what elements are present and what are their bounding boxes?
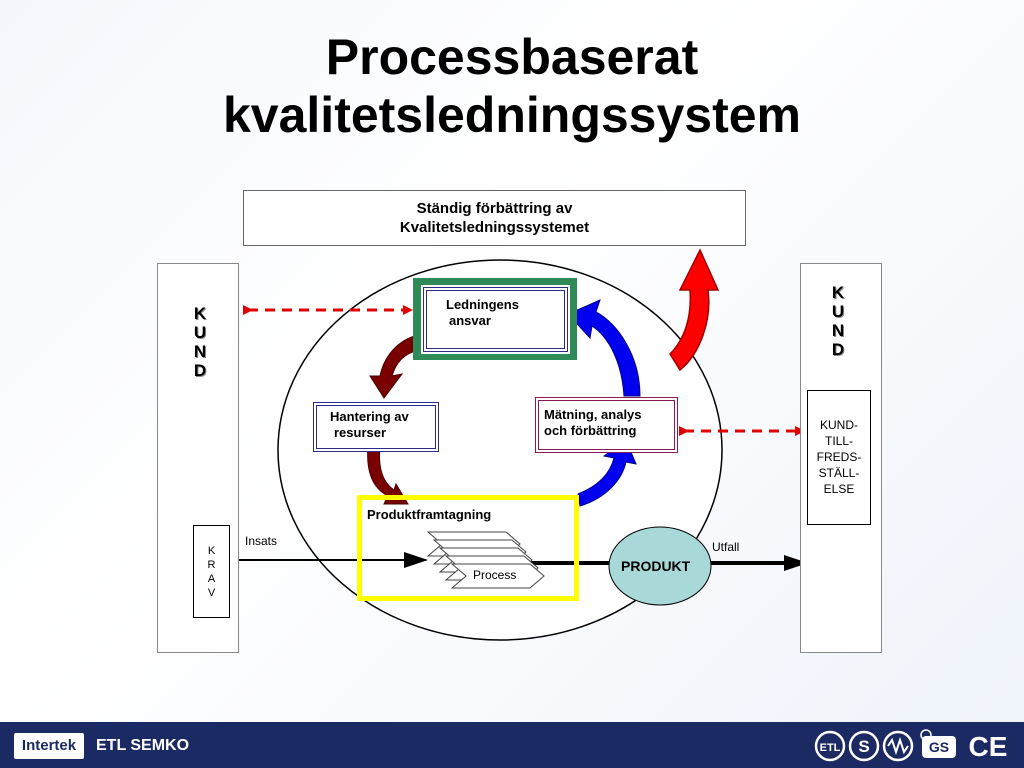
svg-text:GS: GS [929,739,949,755]
continuous-improvement-box: Ständig förbättring av Kvalitetslednings… [243,190,746,246]
kund-left-label: K U N D [185,304,215,380]
process-stack [426,531,545,589]
title-line-1: Processbaserat [325,29,699,85]
kund-letter: U [831,302,845,321]
hantering-line-2: resurser [334,425,387,440]
krav-letter: V [207,587,216,599]
improvement-red-arrow [669,248,720,372]
satisfaction-line: KUND- [820,418,858,432]
customer-satisfaction-box: KUND- TILL- FREDS- STÄLL- ELSE [807,390,871,525]
matning-box: Mätning, analys och förbättring [535,397,678,453]
satisfaction-line: ELSE [823,482,855,496]
insats-label: Insats [245,534,278,548]
semko-mark-icon [882,730,914,762]
etl-mark-icon: ETL [814,730,846,762]
krav-letter: A [207,573,216,585]
produkt-label: PRODUKT [621,558,691,574]
svg-text:ETL: ETL [820,742,841,754]
satisfaction-line: TILL- [824,434,853,448]
produkt-ellipse [608,526,712,606]
kund-letter: U [193,323,207,342]
top-box-line-2: Kvalitetsledningssystemet [399,219,590,236]
ledningens-ansvar-box: Ledningens ansvar [421,285,570,354]
krav-letter: R [207,559,216,571]
title-line-2: kvalitetsledningssystem [222,87,802,143]
intertek-logo: Intertek [14,733,84,759]
produktframtagning-frame [357,495,579,601]
ce-mark-icon: CE [969,731,1008,762]
page-title: Processbaserat kvalitetsledningssystem [0,28,1024,144]
diagram-canvas [230,248,808,641]
svg-text:CE: CE [969,731,1008,762]
satisfaction-line: FREDS- [816,450,862,464]
ledning-to-hantering-arrow [369,334,419,399]
satisfaction-line: STÄLL- [818,466,860,480]
etl-semko-brand: ETL SEMKO [96,737,190,754]
s-mark-icon: S [848,730,880,762]
hantering-to-produkt-arrow [367,445,409,505]
certification-marks: ETL S GS CE [814,729,1008,762]
gs-mark-icon: GS [920,729,956,758]
utfall-label: Utfall [712,540,740,554]
krav-letter: K [207,545,216,557]
krav-box: K R A V [193,525,230,618]
kund-letter: N [193,342,207,361]
hantering-box: Hantering av resurser [313,402,439,452]
footer-bar: Intertek ETL SEMKO ETL S GS CE [0,722,1024,768]
top-box-line-1: Ständig förbättring av [416,200,573,217]
kund-right-label: K U N D [823,283,853,359]
kund-letter: K [193,304,207,323]
ledningens-line-1: Ledningens [446,297,519,312]
kund-letter: K [831,283,845,302]
kund-letter: D [193,361,207,380]
produktframtagning-label: Produktframtagning [367,507,492,522]
ledningens-line-2: ansvar [449,313,491,328]
matning-line-2: och förbättring [544,423,637,438]
svg-text:S: S [858,737,869,756]
kund-letter: D [831,340,845,359]
process-label: Process [473,568,517,582]
matning-line-1: Mätning, analys [544,407,642,422]
hantering-line-1: Hantering av [330,409,409,424]
kund-letter: N [831,321,845,340]
